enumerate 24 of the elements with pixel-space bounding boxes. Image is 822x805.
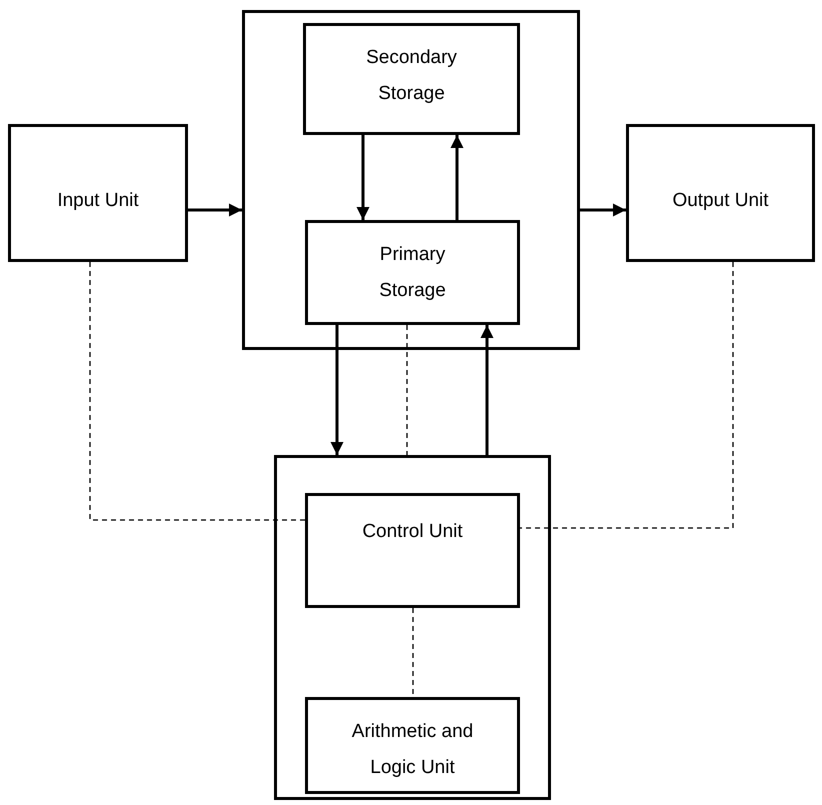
dashed-connector [89,262,305,521]
unit-box [305,220,520,325]
unit-label: Control Unit [362,520,463,544]
unit-box [303,23,520,135]
unit-box [626,124,815,262]
arrow [356,135,370,220]
unit-label: Primary Storage [378,243,447,303]
dashed-connector [406,325,408,455]
unit-label: Input Unit [57,189,139,213]
arrow [330,325,344,455]
arrow [580,204,626,216]
unit-label: Output Unit [672,189,769,213]
arrow [188,204,242,216]
unit-label: Arithmetic and Logic Unit [350,720,474,780]
unit-label: Secondary Storage [365,46,458,106]
arrow [480,325,494,455]
container-box [242,10,580,350]
dashed-connector [520,262,734,529]
unit-box [8,124,188,262]
dashed-connector [412,608,414,697]
container-box [274,455,551,800]
unit-box [305,493,520,608]
unit-box [305,697,520,794]
arrow [450,135,464,220]
